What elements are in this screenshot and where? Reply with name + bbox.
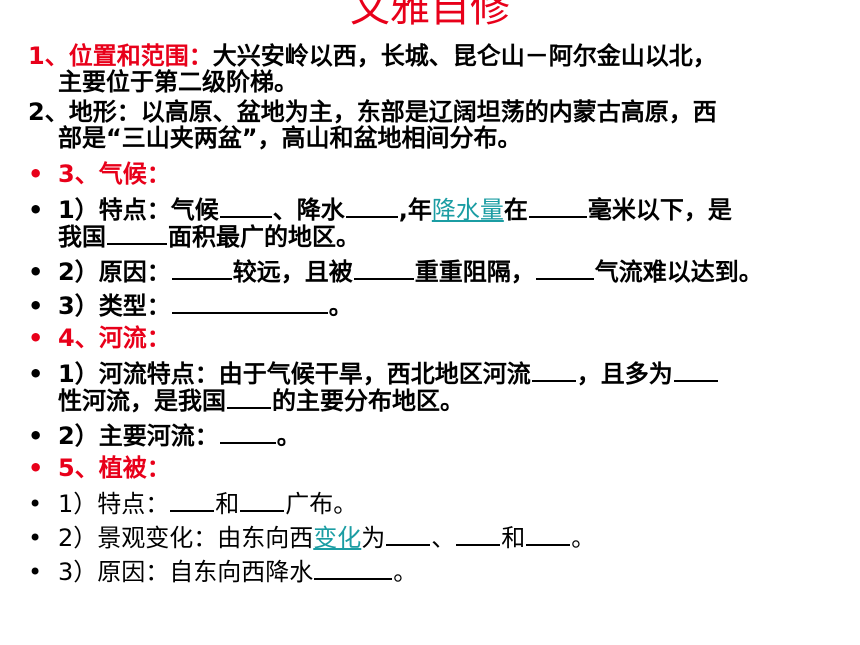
blank-field[interactable] xyxy=(219,194,272,218)
location-line-2: 主要位于第二级阶梯。 xyxy=(58,68,298,96)
text-span: ,年 xyxy=(398,196,432,224)
blank-field[interactable] xyxy=(171,256,232,280)
text-span: 。 xyxy=(393,558,418,586)
text-span: 1）河流特点：由于气候干旱，西北地区河流 xyxy=(58,360,531,388)
change-link[interactable]: 变化 xyxy=(313,524,362,552)
text-span: 面积最广的地区。 xyxy=(168,223,360,251)
bullet-icon: • xyxy=(28,524,43,552)
blank-field[interactable] xyxy=(171,290,328,314)
bullet-icon: • xyxy=(28,196,44,224)
bullet-icon: • xyxy=(28,160,44,188)
blank-field[interactable] xyxy=(353,256,414,280)
bullet-icon: • xyxy=(28,490,43,518)
blank-field[interactable] xyxy=(240,488,285,512)
blank-field[interactable] xyxy=(219,420,276,444)
blank-field[interactable] xyxy=(456,522,501,546)
bullet-icon: • xyxy=(28,258,44,286)
text-span: 2）景观变化：由东向西 xyxy=(58,524,314,552)
text-span: 和 xyxy=(501,524,526,552)
bullet-icon: • xyxy=(28,292,44,320)
vegetation-heading: • 5、植被： xyxy=(28,454,856,482)
text-span: ，且多为 xyxy=(576,360,673,388)
text-span: 2）主要河流： xyxy=(58,422,219,450)
climate-feature-line-2: 我国 面积最广的地区。 xyxy=(28,221,860,251)
river-heading-text: 4、河流： xyxy=(58,324,171,352)
vegetation-landscape-line: • 2）景观变化：由东向西变化为 、 和 。 xyxy=(28,522,856,552)
text-span: 我国 xyxy=(58,223,106,251)
text-span: 1）特点： xyxy=(58,490,170,518)
text-span: 3）原因：自东向西降水 xyxy=(58,558,314,586)
text-span: 在 xyxy=(503,196,528,224)
blank-field[interactable] xyxy=(526,522,571,546)
text-span: 和 xyxy=(215,490,240,518)
river-heading: • 4、河流： xyxy=(28,324,856,352)
climate-cause-line: • 2）原因： 较远，且被 重重阻隔， 气流难以达到。 xyxy=(28,256,856,286)
vegetation-feature-line: • 1）特点： 和 广布。 xyxy=(28,488,856,518)
text-span: 气流难以达到。 xyxy=(594,258,763,286)
text-span: 3）类型： xyxy=(58,292,171,320)
climate-feature-line: • 1）特点：气候 、降水 ,年降水量在 毫米以下，是 xyxy=(28,194,856,224)
blank-field[interactable] xyxy=(227,385,271,409)
text-span: 毫米以下，是 xyxy=(587,196,732,224)
text-span: 、 xyxy=(431,524,456,552)
text-span: 的主要分布地区。 xyxy=(272,387,464,415)
bullet-icon: • xyxy=(28,324,44,352)
blank-field[interactable] xyxy=(107,221,167,245)
bullet-icon: • xyxy=(28,422,44,450)
blank-field[interactable] xyxy=(345,194,398,218)
text-span: 。 xyxy=(571,524,596,552)
location-line: 1、位置和范围：大兴安岭以西，长城、昆仑山－阿尔金山以北， xyxy=(28,42,856,70)
river-main-line: • 2）主要河流： 。 xyxy=(28,420,856,450)
page-title: 文雅自修 xyxy=(350,0,510,31)
vegetation-cause-line: • 3）原因：自东向西降水 。 xyxy=(28,556,856,586)
vegetation-heading-text: 5、植被： xyxy=(58,454,171,482)
text-span: 为 xyxy=(361,524,386,552)
bullet-icon: • xyxy=(28,360,44,388)
blank-field[interactable] xyxy=(170,488,215,512)
location-text: 大兴安岭以西，长城、昆仑山－阿尔金山以北， xyxy=(212,42,717,70)
blank-field[interactable] xyxy=(314,556,393,580)
bullet-icon: • xyxy=(28,454,44,482)
blank-field[interactable] xyxy=(528,194,587,218)
blank-field[interactable] xyxy=(386,522,431,546)
text-span: 重重阻隔， xyxy=(414,258,535,286)
text-span: 。 xyxy=(328,292,353,320)
text-span: 较远，且被 xyxy=(232,258,353,286)
climate-heading-text: 3、气候： xyxy=(58,160,171,188)
text-span: 、降水 xyxy=(272,196,345,224)
text-span: 2）原因： xyxy=(58,258,171,286)
location-label: 1、位置和范围： xyxy=(28,42,213,70)
precipitation-link[interactable]: 降水量 xyxy=(431,196,504,224)
text-span: 1）特点：气候 xyxy=(58,196,219,224)
blank-field[interactable] xyxy=(673,358,718,382)
blank-field[interactable] xyxy=(535,256,594,280)
river-feature-line: • 1）河流特点：由于气候干旱，西北地区河流 ，且多为 xyxy=(28,358,856,388)
terrain-line: 2、地形：以高原、盆地为主，东部是辽阔坦荡的内蒙古高原，西 xyxy=(28,98,717,126)
bullet-icon: • xyxy=(28,558,43,586)
blank-field[interactable] xyxy=(531,358,576,382)
text-span: 广布。 xyxy=(285,490,358,518)
terrain-line-2: 部是“三山夹两盆”，高山和盆地相间分布。 xyxy=(58,124,522,152)
text-span: 性河流，是我国 xyxy=(58,387,226,415)
text-span: 。 xyxy=(276,422,301,450)
climate-type-line: • 3）类型： 。 xyxy=(28,290,856,320)
climate-heading: • 3、气候： xyxy=(28,160,856,188)
river-feature-line-2: 性河流，是我国 的主要分布地区。 xyxy=(28,385,860,415)
